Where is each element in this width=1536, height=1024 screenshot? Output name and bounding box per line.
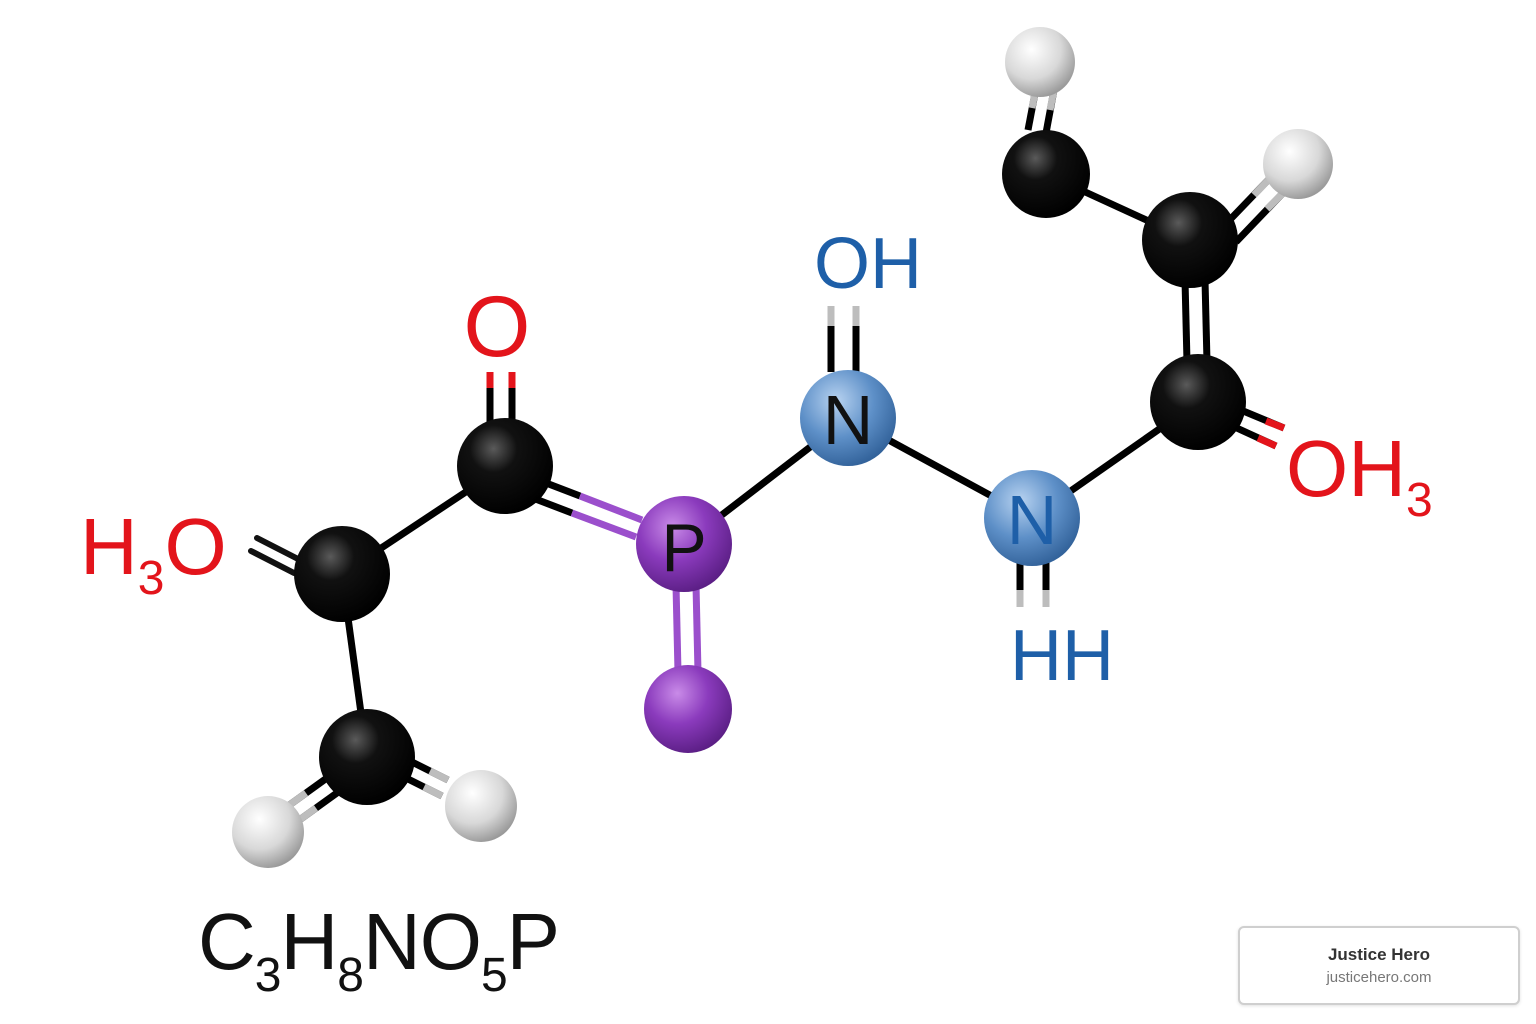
atom-hydrogen-top [1005, 27, 1075, 97]
atom-carbon-mid-right [1142, 192, 1238, 288]
label-h3o-left: H3O [80, 502, 227, 605]
formula-no-sub: 5 [480, 949, 508, 1002]
atom-labels: H3O O P N N OH HH OH3 [80, 224, 1433, 696]
label-n-lower: N [1007, 481, 1058, 559]
atom-carbon-right [1150, 354, 1246, 450]
label-oh3-right: OH3 [1286, 424, 1433, 527]
atom-nitrogen-upper [800, 370, 896, 466]
label-hh-bottom: HH [1010, 616, 1114, 696]
label-p-atom: P [661, 510, 706, 586]
bond-p-p-lower [672, 584, 702, 673]
watermark-url: justicehero.com [1326, 969, 1432, 986]
formula-p: P [506, 897, 560, 986]
label-oh-top: OH [814, 224, 922, 304]
bond-c-right-c-mid [1181, 279, 1211, 363]
atom-carbon-top-right [1002, 130, 1090, 218]
watermark-badge[interactable]: Justice Hero justicehero.com [1238, 926, 1520, 1005]
formula-c-sub: 3 [254, 949, 282, 1002]
bonds [248, 87, 1286, 824]
formula-no: NO [362, 897, 482, 986]
bond-c-left-h3o [248, 535, 303, 576]
formula-c: C [198, 897, 256, 986]
atom-hydrogen-bottom-left [232, 796, 304, 868]
atom-carbon-top [457, 418, 553, 514]
formula-h-sub: 8 [337, 949, 364, 1002]
watermark-name: Justice Hero [1327, 945, 1431, 964]
label-o-top: O [464, 279, 531, 375]
atom-carbon-bottom [319, 709, 415, 805]
atom-phosphorus-lower [644, 665, 732, 753]
atom-hydrogen-top-right [1263, 129, 1333, 199]
atom-carbon-left [294, 526, 390, 622]
molecular-formula: C3H8NO5P [198, 902, 560, 1000]
atom-nitrogen-lower [984, 470, 1080, 566]
bond-n-lower-hh [1016, 560, 1050, 607]
atom-phosphorus [636, 496, 732, 592]
bond-n-upper-oh [827, 306, 860, 372]
atoms [232, 27, 1333, 868]
label-n-upper: N [823, 381, 874, 459]
formula-h: H [280, 897, 338, 986]
atom-hydrogen-bottom-right [445, 770, 517, 842]
